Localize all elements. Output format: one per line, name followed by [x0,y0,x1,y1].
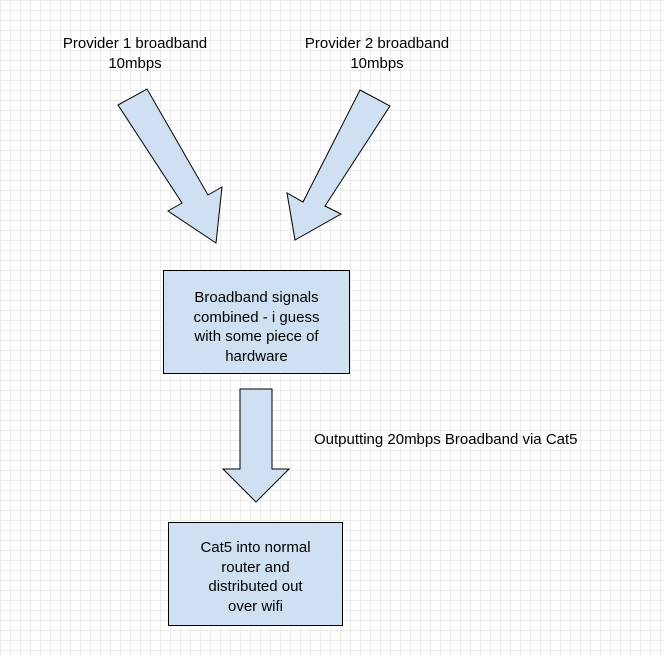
combiner-line-2: combined - i guess [193,308,320,326]
router-box: Cat5 into normal router and distributed … [168,522,343,626]
provider-1-label: Provider 1 broadband 10mbps [37,34,233,74]
combiner-box: Broadband signals combined - i guess wit… [163,270,350,374]
arrow-combiner-to-router [221,388,291,503]
arrow-provider1-to-combiner [117,88,223,244]
combiner-line-4: hardware [225,347,288,365]
router-line-3: distributed out [208,578,303,595]
combiner-line-1: Broadband signals [194,289,319,306]
provider-2-speed: 10mbps [350,55,404,72]
router-line-2: router and [221,558,290,576]
provider-2-label: Provider 2 broadband 10mbps [279,34,475,74]
provider-1-name: Provider 1 broadband [62,35,208,52]
output-label-text: Outputting 20mbps Broadband via Cat5 [314,431,578,448]
output-label: Outputting 20mbps Broadband via Cat5 [314,430,578,450]
router-line-4: over wifi [227,597,283,615]
provider-2-name: Provider 2 broadband [304,35,450,52]
provider-1-speed: 10mbps [108,55,162,72]
router-line-1: Cat5 into normal [200,539,311,556]
combiner-line-3: with some piece of [194,328,319,345]
arrow-provider2-to-combiner [286,89,391,241]
